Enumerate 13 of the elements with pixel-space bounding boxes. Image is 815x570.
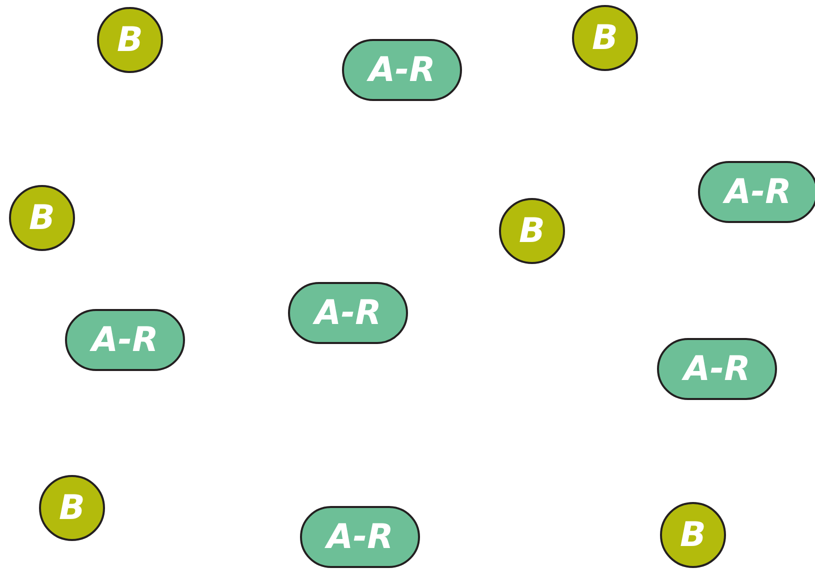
node-label: B [592,21,618,55]
pill-node [698,161,815,223]
node-label: B [59,491,85,525]
node-label: B [680,518,706,552]
node-label: A-R [368,53,436,87]
node-label: A-R [724,175,792,209]
node-label: A-R [326,520,394,554]
node-label: B [117,23,143,57]
node-label: B [519,214,545,248]
node-label: A-R [92,323,158,357]
node-label: A-R [314,296,382,330]
node-label: B [29,201,55,235]
node-label: A-R [684,352,750,386]
